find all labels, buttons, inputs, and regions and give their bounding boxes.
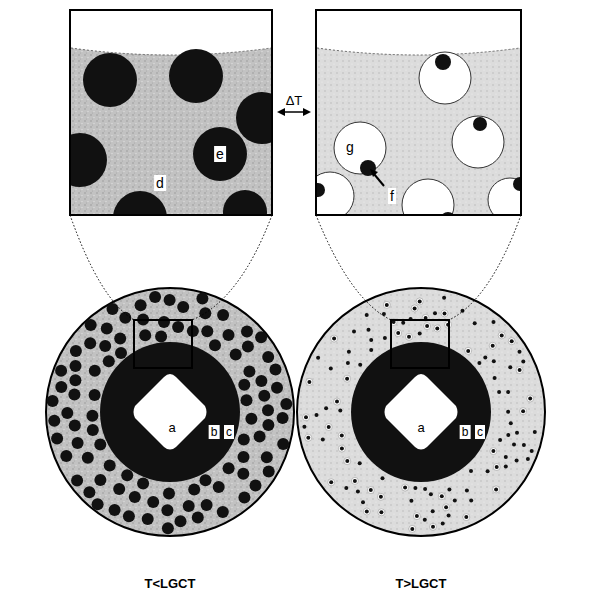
zoom-right bbox=[317, 48, 520, 214]
sample-disc-right bbox=[297, 288, 545, 536]
core-letter: a bbox=[166, 420, 177, 435]
region-letter: d bbox=[154, 175, 166, 191]
sample-disc-left bbox=[46, 288, 294, 536]
ring-letter: b bbox=[209, 425, 220, 439]
ring-letter: c bbox=[224, 425, 234, 439]
condition-caption: T>LGCT bbox=[396, 577, 447, 590]
ring-letter: b bbox=[460, 425, 471, 439]
void-letter: g bbox=[344, 139, 356, 155]
temperature-change: ΔT bbox=[286, 94, 303, 107]
particle-letter: f bbox=[388, 188, 396, 204]
zoom-left bbox=[71, 48, 271, 214]
condition-caption: T<LGCT bbox=[145, 577, 196, 590]
core-letter: a bbox=[415, 420, 426, 435]
ring-letter: c bbox=[475, 425, 485, 439]
particle-letter: e bbox=[214, 146, 226, 162]
